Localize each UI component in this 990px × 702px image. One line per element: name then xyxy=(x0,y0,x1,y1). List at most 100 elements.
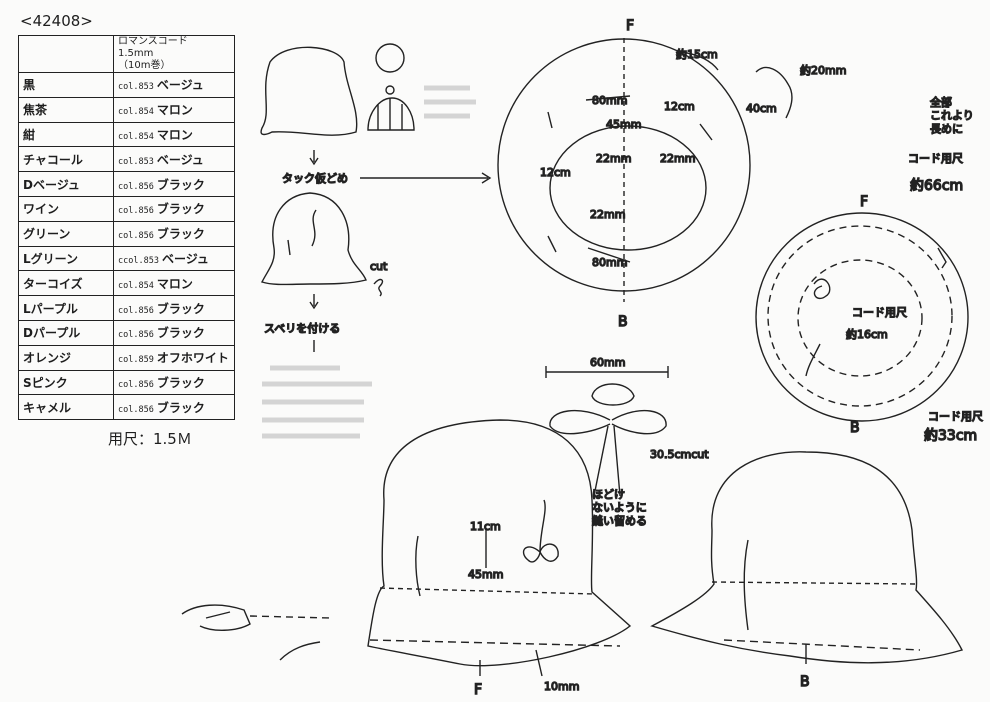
brim-22mm-c: 22mm xyxy=(590,208,625,221)
cord-color-name: ブラック xyxy=(156,301,205,316)
hat-b-label: B xyxy=(800,674,810,690)
brim-f-label: F xyxy=(626,18,634,34)
arrow-head-2 xyxy=(309,301,319,310)
color-name-cell: 紺 xyxy=(18,121,114,148)
blurred-note-2 xyxy=(262,365,372,439)
bow-diagram xyxy=(545,366,669,497)
cord-color-name: マロン xyxy=(156,103,193,118)
cord-color-name: マロン xyxy=(156,127,193,142)
brim-20mm-label: 約20mm xyxy=(800,63,846,77)
arrow-head-1 xyxy=(309,157,319,166)
cord-code: col.856 xyxy=(118,379,154,390)
color-name-cell: ワイン xyxy=(18,195,114,222)
brim-15cm-label: 約15cm xyxy=(676,47,718,61)
cord-code: col.859 xyxy=(118,355,154,366)
color-name-cell: 黒 xyxy=(18,72,114,98)
brim-80mm-top: 80mm xyxy=(592,94,627,107)
hat-45mm: 45mm xyxy=(468,568,503,581)
cord-color-name: ブラック xyxy=(156,202,205,217)
cord-label-bottom: コード用尺 xyxy=(928,410,983,423)
cord-color-name: ベージュ xyxy=(156,78,204,93)
color-name-cell: Sピンク xyxy=(18,369,114,396)
hat-10mm: 10mm xyxy=(544,680,579,693)
blurred-note-1 xyxy=(424,85,476,119)
cord-label-top: コード用尺 xyxy=(908,152,963,165)
brim-12cm-side: 12cm xyxy=(540,166,571,179)
cut-cord-icon xyxy=(373,278,384,297)
brim-ring-diagram xyxy=(497,38,793,302)
cord-circle-diagram xyxy=(755,212,969,422)
hat-f-label: F xyxy=(474,682,482,698)
tuck-detail-drawing xyxy=(181,604,331,661)
color-name-cell: Dパープル xyxy=(18,319,114,346)
cord-color-name: オフホワイト xyxy=(156,351,229,366)
table-header-row: ロマンスコード 1.5mm （10m巻） xyxy=(18,35,235,73)
fabric-usage: 用尺：1.5Ｍ xyxy=(108,430,192,448)
cord-code: col.856 xyxy=(118,305,154,316)
cord-color-name: マロン xyxy=(156,276,193,291)
header-empty-cell xyxy=(18,35,114,73)
cord-code: col.854 xyxy=(118,131,154,142)
arrow-head-brim xyxy=(481,172,492,184)
cord-color-name: ブラック xyxy=(156,177,205,192)
bow-cut: 30.5cmcut xyxy=(650,448,709,461)
hat-sketch-step2 xyxy=(261,192,367,286)
cord-code: col.853 xyxy=(118,82,154,93)
brim-22mm-b: 22mm xyxy=(660,152,695,165)
hat-back-drawing xyxy=(650,451,964,664)
brim-40cm: 40cm xyxy=(746,102,777,115)
cord-code: col.853 xyxy=(118,156,154,167)
color-name-cell: グリーン xyxy=(18,220,114,247)
cord-code: col.854 xyxy=(118,107,154,118)
document-id: <42408> xyxy=(20,12,93,30)
brim-12cm-top: 12cm xyxy=(664,100,695,113)
color-name-cell: Lグリーン xyxy=(18,245,114,272)
hat-11cm: 11cm xyxy=(470,520,501,533)
cord-color-name: ブラック xyxy=(156,326,205,341)
cord-color-name: ベージュ xyxy=(161,251,209,266)
cord-code: col.854 xyxy=(118,280,154,291)
cut-label: cut xyxy=(370,260,388,273)
cord-label-mid: コード用尺 xyxy=(852,306,907,319)
cord-code: col.856 xyxy=(118,181,154,192)
color-name-cell: Dベージュ xyxy=(18,171,114,197)
sweatband-label: スベリを付ける xyxy=(264,322,340,335)
hat-sketch-step1 xyxy=(260,43,415,136)
cord-16cm: 約16cm xyxy=(846,327,888,341)
brim-45mm: 45mm xyxy=(606,118,641,131)
cord-code: col.856 xyxy=(118,330,154,341)
cord-color-name: ベージュ xyxy=(156,152,204,167)
cord-color-name: ブラック xyxy=(156,227,205,242)
color-name-cell: チャコール xyxy=(18,146,114,173)
brim-22mm-a: 22mm xyxy=(596,152,631,165)
brim-b-label: B xyxy=(618,314,628,330)
bow-note: ほどけないように縫い留める xyxy=(592,488,647,527)
cord-f-label: F xyxy=(860,194,868,210)
tuck-label: タック仮どめ xyxy=(282,172,348,185)
cord-code: col.856 xyxy=(118,231,154,242)
bow-width: 60mm xyxy=(590,356,625,369)
cord-66cm: 約66cm xyxy=(910,178,963,194)
color-name-cell: キャメル xyxy=(18,394,114,421)
cord-color-name: ブラック xyxy=(156,375,205,390)
brim-80mm-bottom: 80mm xyxy=(592,256,627,269)
cord-33cm: 約33cm xyxy=(924,428,977,444)
